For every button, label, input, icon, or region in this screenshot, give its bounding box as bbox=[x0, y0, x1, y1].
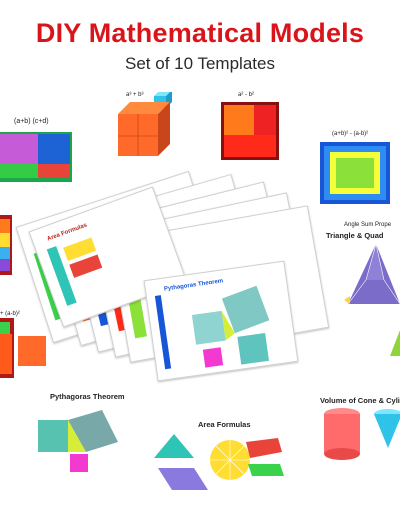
page-subtitle: Set of 10 Templates bbox=[125, 54, 275, 73]
label-volume: Volume of Cone & Cylin bbox=[320, 396, 400, 405]
label-triangle-quad: Triangle & Quad bbox=[326, 231, 384, 240]
label-pythagoras: Pythagoras Theorem bbox=[50, 392, 125, 401]
area-formulas-model bbox=[154, 434, 284, 490]
square-difference-model bbox=[320, 142, 390, 204]
cube-model bbox=[118, 92, 172, 156]
label-area-formulas: Area Formulas bbox=[198, 420, 251, 429]
a2-minus-b2-model bbox=[221, 102, 279, 160]
label-a2-minus-b2: a² - b² bbox=[238, 92, 255, 98]
sheet-area-formulas-title: Area Formulas bbox=[46, 222, 88, 243]
pythagoras-model bbox=[38, 410, 118, 472]
a-plus-b-c-plus-d-model bbox=[0, 132, 72, 182]
a-minus-b-squared-model bbox=[0, 318, 46, 378]
page-title: DIY Mathematical Models bbox=[35, 18, 365, 48]
label-a-minus-b-squared: + (a-b)² bbox=[0, 311, 20, 317]
label-a-plus-b-c-plus-d: (a+b) (c+d) bbox=[14, 118, 49, 125]
quad-edge-model bbox=[390, 330, 400, 356]
label-a-plus-b-squared-minus: (a+b)² - (a-b)² bbox=[332, 131, 369, 137]
sheet-pythagoras: Pythagoras Theorem bbox=[143, 260, 299, 382]
volume-model bbox=[324, 408, 400, 460]
label-a3-plus-b3: a³ + b³ bbox=[126, 92, 144, 98]
triangle-angle-model bbox=[344, 243, 400, 305]
left-edge-model bbox=[0, 215, 12, 275]
label-angle-sum: Angle Sum Prope bbox=[344, 222, 392, 228]
